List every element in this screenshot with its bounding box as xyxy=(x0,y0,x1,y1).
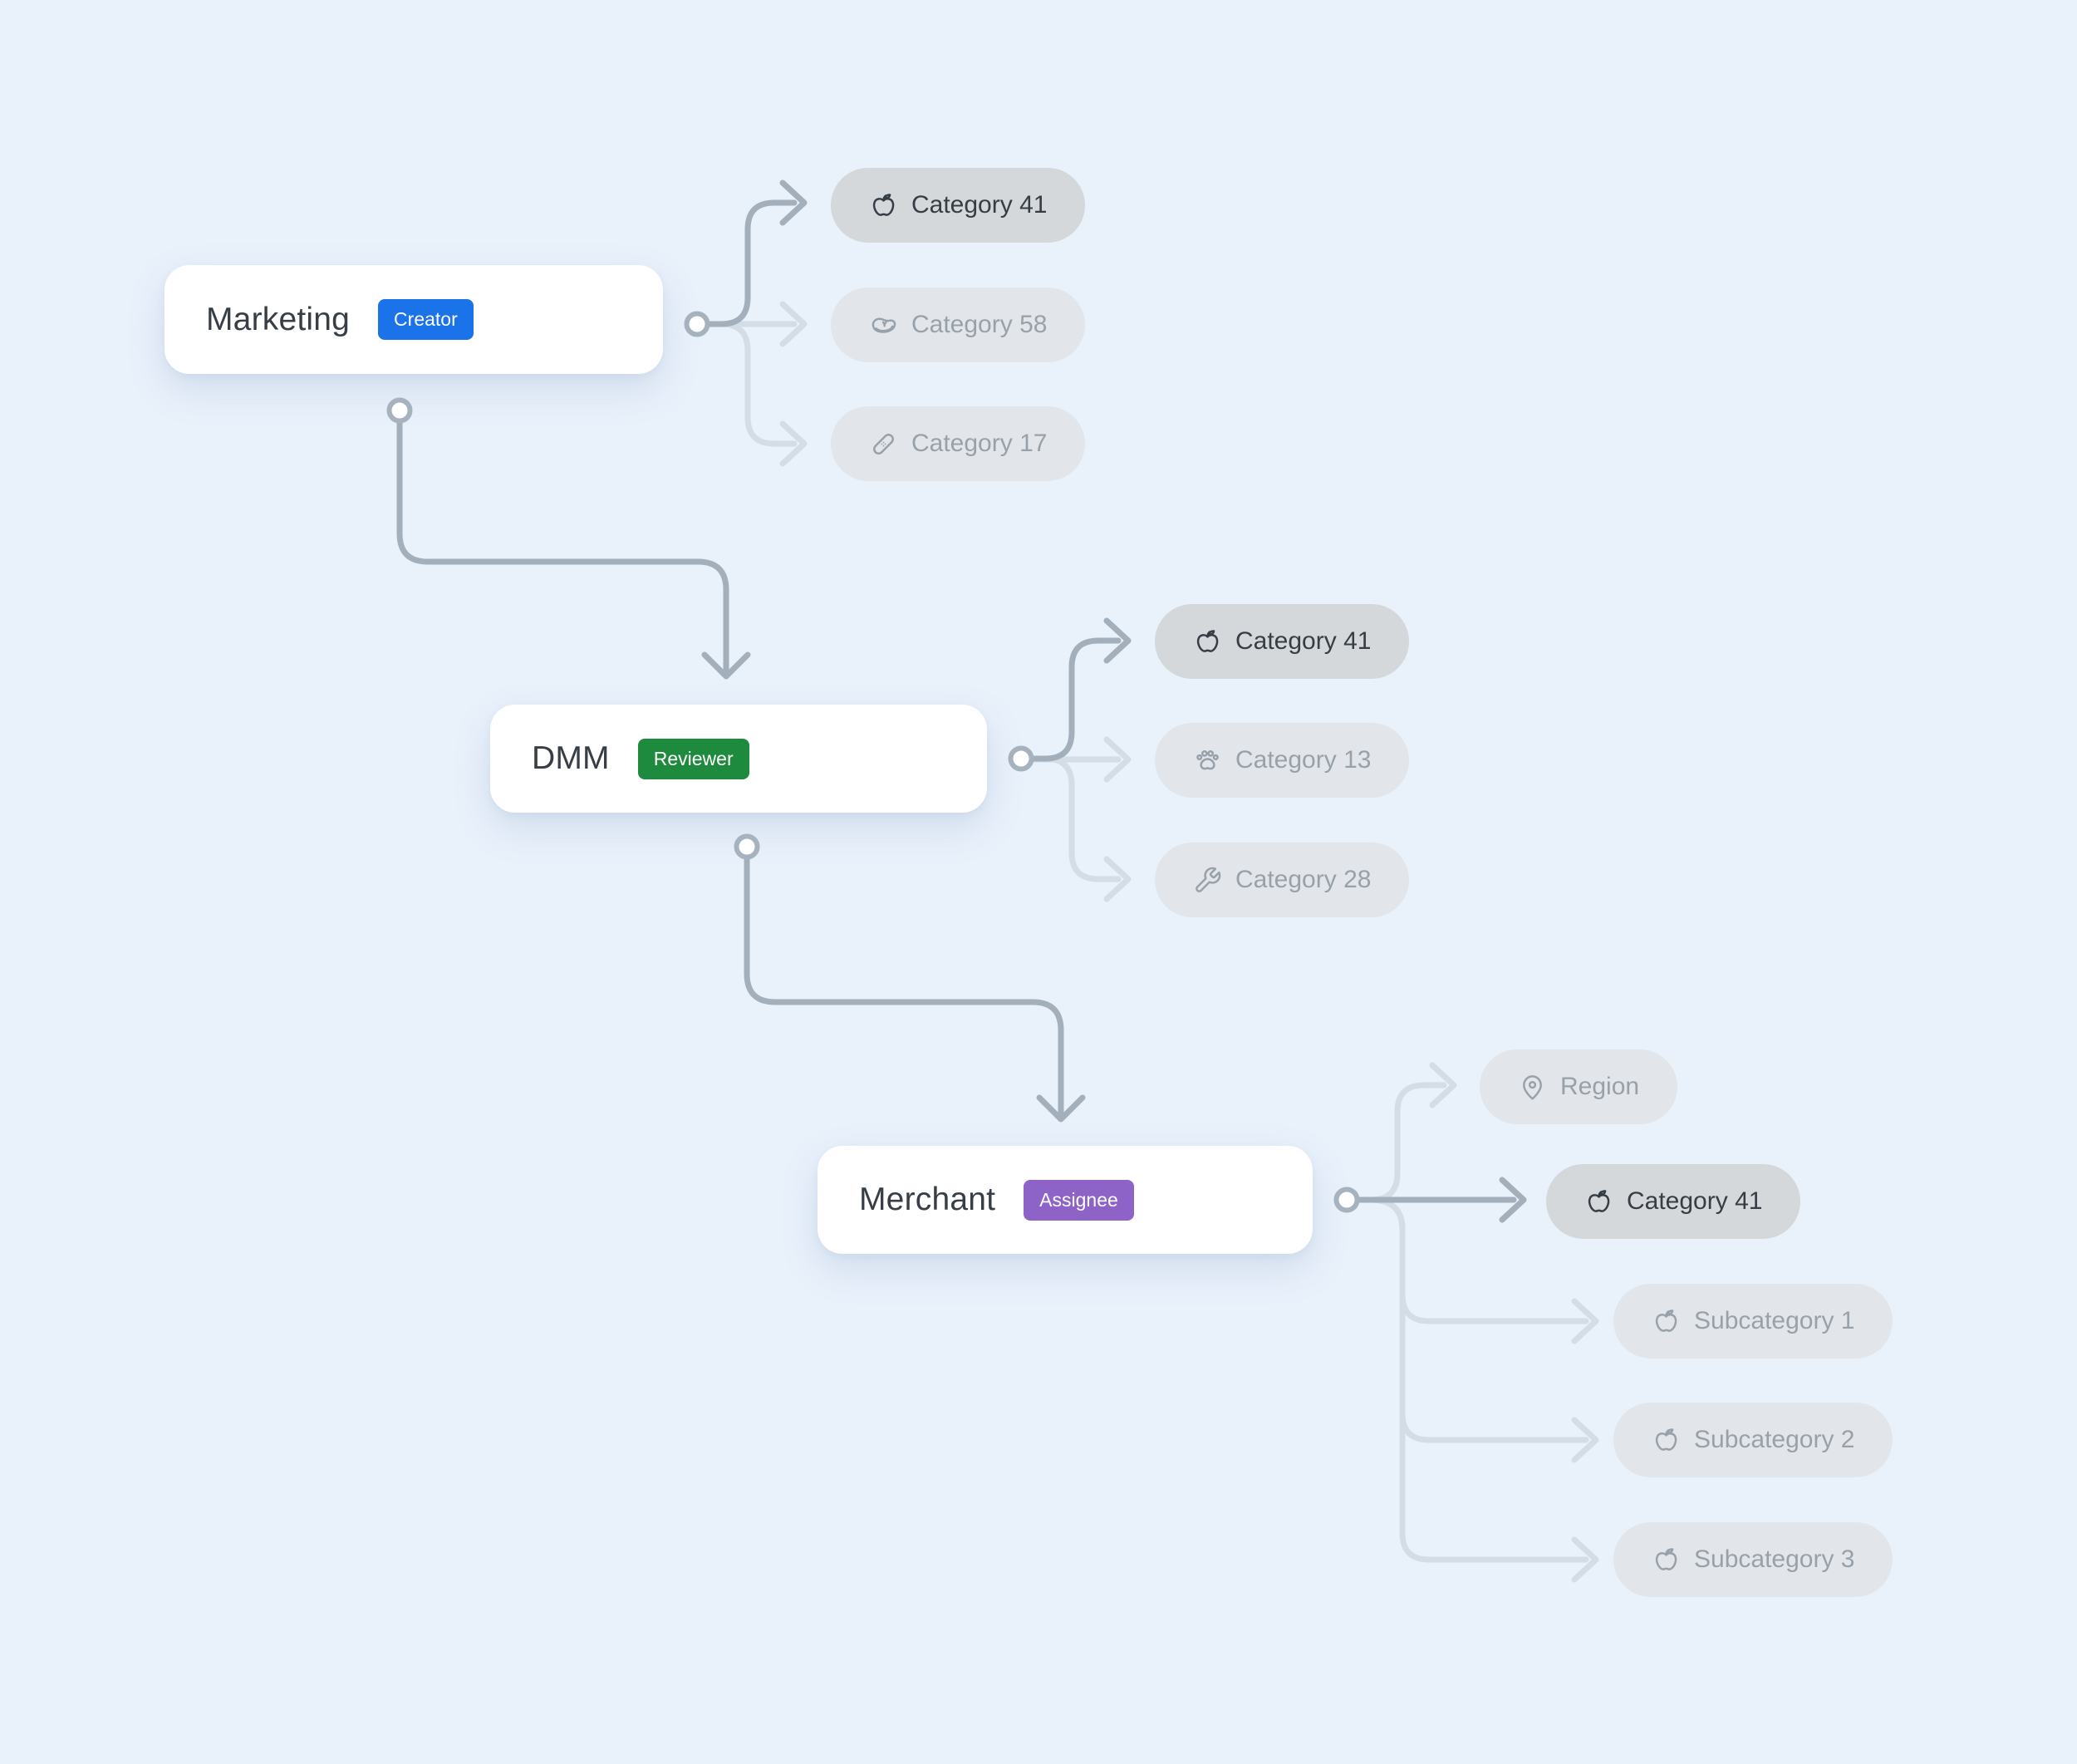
node-dmm-title: DMM xyxy=(532,740,610,776)
node-merchant-title: Merchant xyxy=(859,1182,996,1217)
pill-marketing-category-41[interactable]: Category 41 xyxy=(831,168,1086,243)
port-merchant-right[interactable] xyxy=(1333,1187,1360,1213)
apple-icon xyxy=(1652,1426,1681,1455)
role-badge-assignee: Assignee xyxy=(1024,1179,1134,1221)
pill-marketing-category-17[interactable]: Category 17 xyxy=(831,406,1086,481)
node-merchant[interactable]: Merchant Assignee xyxy=(818,1146,1313,1254)
pill-marketing-category-58[interactable]: Category 58 xyxy=(831,287,1086,362)
pill-label: Subcategory 3 xyxy=(1694,1545,1855,1573)
pill-label: Region xyxy=(1560,1073,1640,1100)
pill-merchant-subcategory-1[interactable]: Subcategory 1 xyxy=(1613,1284,1893,1359)
edge-merchant-to-region xyxy=(1356,1062,1457,1203)
apple-icon xyxy=(869,191,898,220)
edge-dmm-to-category-28 xyxy=(1030,755,1132,902)
port-dmm-right[interactable] xyxy=(1008,745,1034,772)
port-dmm-bottom[interactable] xyxy=(734,833,760,860)
steak-icon xyxy=(869,311,898,340)
apple-icon xyxy=(1652,1307,1681,1336)
role-badge-creator: Creator xyxy=(378,299,474,340)
node-marketing[interactable]: Marketing Creator xyxy=(164,265,663,374)
pill-label: Category 41 xyxy=(1235,627,1372,655)
apple-icon xyxy=(1193,627,1222,656)
pill-label: Category 41 xyxy=(911,191,1048,219)
node-dmm[interactable]: DMM Reviewer xyxy=(490,705,987,813)
edge-merchant-to-category-41 xyxy=(1356,1177,1527,1223)
pill-merchant-subcategory-2[interactable]: Subcategory 2 xyxy=(1613,1403,1893,1477)
pill-dmm-category-28[interactable]: Category 28 xyxy=(1155,843,1410,917)
pill-label: Category 17 xyxy=(911,430,1048,457)
pill-label: Subcategory 1 xyxy=(1694,1307,1855,1334)
edge-dmm-to-merchant xyxy=(744,856,1086,1123)
port-marketing-bottom[interactable] xyxy=(386,397,413,424)
edge-marketing-to-category-41 xyxy=(705,179,808,327)
wrench-icon xyxy=(1193,866,1222,895)
bandage-icon xyxy=(869,430,898,459)
apple-icon xyxy=(1584,1187,1613,1216)
node-marketing-title: Marketing xyxy=(206,301,351,337)
apple-icon xyxy=(1652,1545,1681,1575)
edge-marketing-to-dmm xyxy=(396,420,751,680)
pill-label: Category 41 xyxy=(1627,1187,1763,1215)
pill-label: Subcategory 2 xyxy=(1694,1426,1855,1453)
pill-label: Category 13 xyxy=(1235,746,1372,774)
edge-merchant-to-subcategory-3 xyxy=(1356,1196,1599,1583)
pill-merchant-region[interactable]: Region xyxy=(1480,1049,1678,1124)
role-badge-reviewer: Reviewer xyxy=(637,738,749,779)
port-marketing-right[interactable] xyxy=(684,311,710,337)
pill-dmm-category-41[interactable]: Category 41 xyxy=(1155,604,1410,679)
edge-merchant-to-subcategory-2 xyxy=(1356,1196,1599,1463)
paw-icon xyxy=(1193,746,1222,775)
edge-marketing-to-category-17 xyxy=(705,321,808,467)
pill-dmm-category-13[interactable]: Category 13 xyxy=(1155,723,1410,798)
pill-label: Category 58 xyxy=(911,311,1048,338)
pill-merchant-category-41[interactable]: Category 41 xyxy=(1546,1164,1801,1239)
map-pin-icon xyxy=(1518,1073,1547,1102)
edge-dmm-to-category-41 xyxy=(1030,617,1132,762)
pill-label: Category 28 xyxy=(1235,866,1372,893)
pill-merchant-subcategory-3[interactable]: Subcategory 3 xyxy=(1613,1522,1893,1597)
